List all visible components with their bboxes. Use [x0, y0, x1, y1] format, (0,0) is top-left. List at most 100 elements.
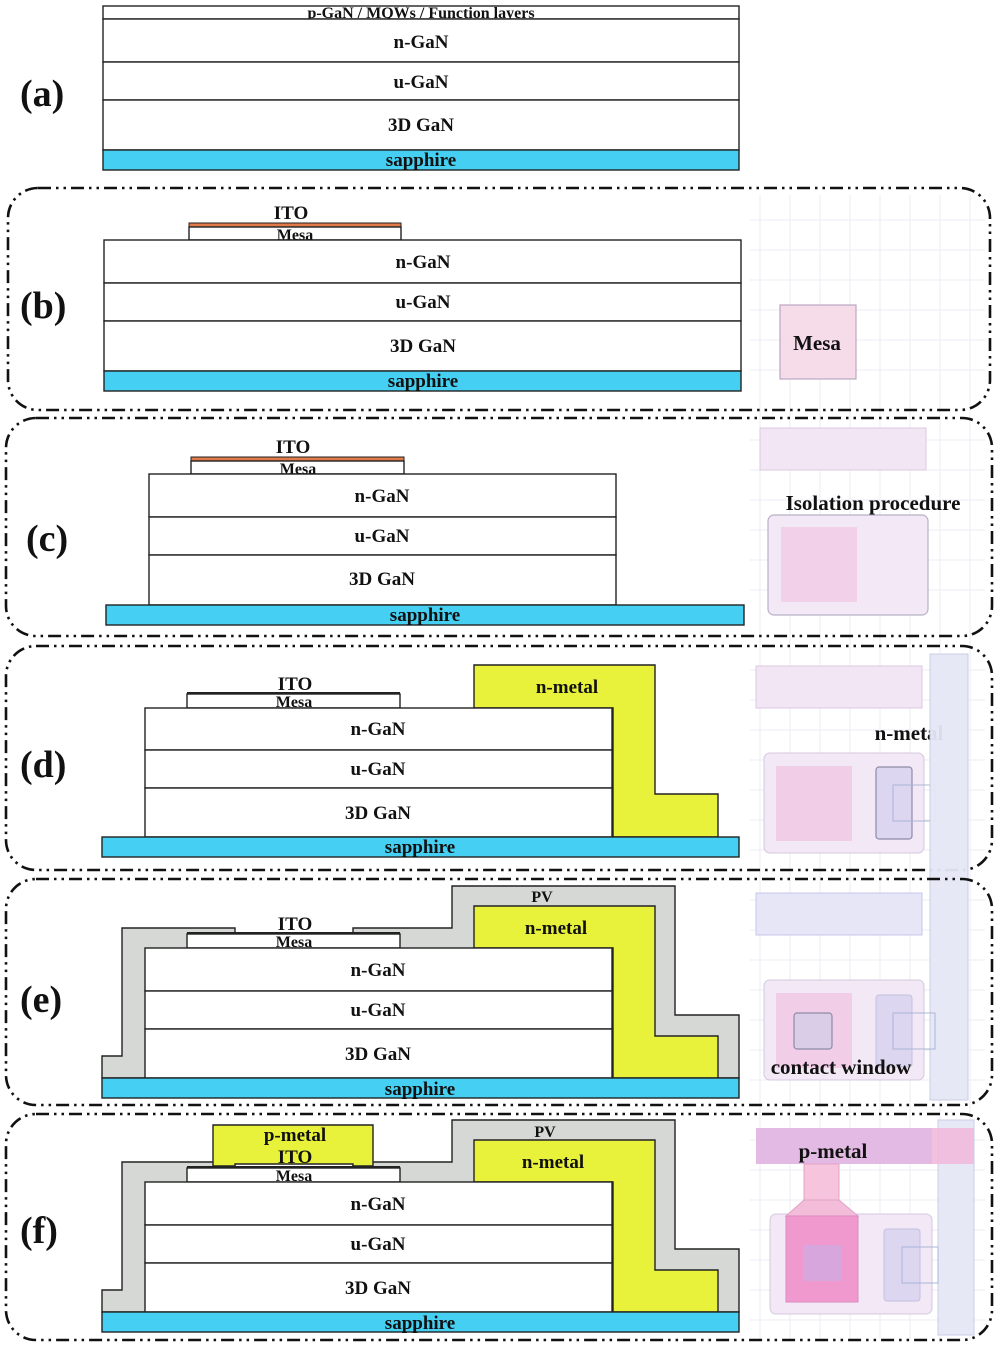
- 3d-gan-label: 3D GaN: [390, 336, 456, 357]
- n-metal-bus-strip: [929, 653, 969, 1101]
- n-gan-label: n-GaN: [351, 719, 406, 740]
- sapphire-substrate: [102, 149, 740, 171]
- panel-e: (e) PV n-metal ITO Mesa n-GaN u-GaN 3D G…: [4, 877, 994, 1107]
- u-gan-layer: [144, 749, 613, 789]
- u-gan-layer: [102, 61, 740, 101]
- n-gan-layer: [148, 473, 617, 518]
- n-gan-layer: [102, 18, 740, 63]
- sapphire-substrate: [105, 604, 745, 626]
- panel-d-frame: [4, 644, 994, 872]
- p-metal-pad: [785, 1215, 859, 1303]
- mesa-label: Mesa: [276, 934, 312, 951]
- n-gan-label: n-GaN: [396, 252, 451, 273]
- u-gan-label: u-GaN: [351, 1234, 406, 1255]
- sapphire-substrate: [103, 370, 742, 392]
- ito-layer: [187, 692, 400, 694]
- ito-label: ITO: [274, 203, 309, 224]
- n-gan-layer: [144, 1181, 613, 1226]
- ito-layer: [187, 1166, 400, 1168]
- panel-c-tag: (c): [26, 518, 68, 560]
- n-metal-label: n-metal: [525, 918, 587, 939]
- panel-f-frame: [4, 1112, 994, 1342]
- panel-c: (c) ITO Mesa n-GaN u-GaN 3D GaN sapphire…: [4, 416, 994, 638]
- ito-label: ITO: [278, 914, 313, 935]
- top-function-layer-label: p-GaN / MQWs / Function layers: [307, 5, 534, 22]
- sapphire-label: sapphire: [386, 150, 456, 171]
- 3d-gan-layer: [144, 1262, 613, 1313]
- n-metal-label: n-metal: [522, 1152, 584, 1173]
- panel-f-tag: (f): [20, 1210, 58, 1252]
- sapphire-label: sapphire: [388, 371, 458, 392]
- u-gan-layer: [144, 1224, 613, 1264]
- p-metal-bus-overlap: [756, 1128, 932, 1164]
- isolation-procedure-label: Isolation procedure: [786, 491, 961, 515]
- passivation-strip: [755, 892, 923, 936]
- mesa-topview-square: [779, 304, 857, 380]
- mesa-label: Mesa: [276, 1168, 312, 1185]
- u-gan-label: u-GaN: [351, 1000, 406, 1021]
- contact-window: [793, 1012, 833, 1050]
- panel-a: (a) p-GaN / MQWs / Function layers n-GaN…: [20, 5, 740, 171]
- 3d-gan-layer: [103, 320, 742, 372]
- ito-label: ITO: [278, 1147, 313, 1168]
- panel-d: (d) n-metal ITO Mesa n-GaN u-GaN 3D GaN …: [4, 644, 994, 872]
- p-metal-neck: [803, 1163, 840, 1201]
- sapphire-substrate: [101, 1077, 740, 1099]
- sapphire-label: sapphire: [385, 1313, 455, 1334]
- n-metal-pad: [875, 766, 913, 840]
- mesa-topview-label: Mesa: [793, 331, 841, 355]
- 3d-gan-label: 3D GaN: [345, 1044, 411, 1065]
- n-gan-label: n-GaN: [351, 960, 406, 981]
- 3d-gan-layer: [144, 787, 613, 838]
- p-metal-label: p-metal: [264, 1125, 326, 1146]
- n-gan-layer: [144, 947, 613, 992]
- contact-window: [803, 1245, 841, 1281]
- p-metal-flare: [784, 1199, 860, 1217]
- n-gan-label: n-GaN: [355, 486, 410, 507]
- p-metal-topview-label: p-metal: [799, 1139, 868, 1163]
- u-gan-label: u-GaN: [355, 526, 410, 547]
- n-metal-connect: [892, 1012, 936, 1050]
- ito-label: ITO: [278, 674, 313, 695]
- n-gan-label: n-GaN: [351, 1194, 406, 1215]
- 3d-gan-label: 3D GaN: [345, 803, 411, 824]
- panel-c-frame: [4, 416, 994, 638]
- 3d-gan-layer: [148, 554, 617, 606]
- panel-b: (b) ITO Mesa n-GaN u-GaN 3D GaN sapphire…: [6, 186, 992, 412]
- u-gan-label: u-GaN: [394, 72, 449, 93]
- sapphire-label: sapphire: [385, 1079, 455, 1100]
- sapphire-substrate: [101, 836, 740, 858]
- panel-e-tag: (e): [20, 979, 62, 1021]
- sapphire-substrate: [101, 1311, 740, 1333]
- 3d-gan-label: 3D GaN: [349, 569, 415, 590]
- sapphire-label: sapphire: [385, 837, 455, 858]
- panel-f: (f) PV n-metal p-metal ITO Mesa n-GaN u-…: [4, 1112, 994, 1342]
- panel-a-tag: (a): [20, 73, 64, 115]
- n-gan-layer: [144, 707, 613, 751]
- sapphire-label: sapphire: [390, 605, 460, 626]
- mesa-topview-square: [776, 766, 852, 841]
- n-gan-label: n-GaN: [394, 32, 449, 53]
- isolation-strip: [759, 427, 927, 471]
- contact-window-label: contact window: [771, 1055, 912, 1079]
- pv-label: PV: [534, 1124, 556, 1141]
- 3d-gan-layer: [102, 99, 740, 151]
- u-gan-layer: [148, 516, 617, 556]
- 3d-gan-layer: [144, 1028, 613, 1079]
- mesa-topview-square: [781, 527, 857, 602]
- isolation-strip: [755, 665, 923, 709]
- panel-b-frame: [6, 186, 992, 412]
- u-gan-label: u-GaN: [396, 292, 451, 313]
- u-gan-label: u-GaN: [351, 759, 406, 780]
- ito-label: ITO: [276, 437, 311, 458]
- pv-label: PV: [531, 889, 553, 906]
- 3d-gan-label: 3D GaN: [345, 1278, 411, 1299]
- mesa-label: Mesa: [276, 694, 312, 711]
- panel-b-tag: (b): [20, 285, 66, 327]
- ito-layer: [187, 932, 400, 934]
- n-metal-connect: [901, 1246, 939, 1284]
- n-metal-label: n-metal: [536, 677, 598, 698]
- 3d-gan-label: 3D GaN: [388, 115, 454, 136]
- panel-e-frame: [4, 877, 994, 1107]
